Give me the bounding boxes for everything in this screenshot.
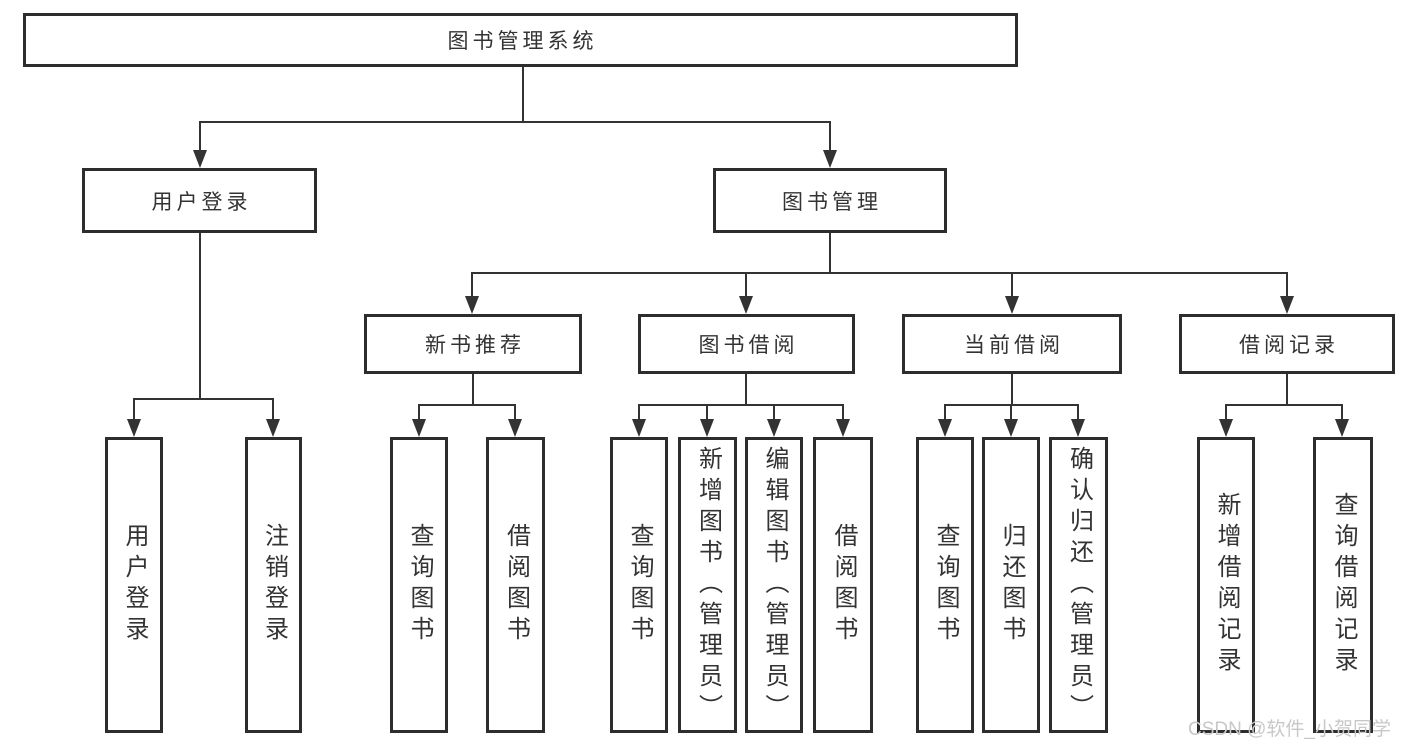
node-new-book-recommend: 新书推荐 bbox=[364, 314, 582, 374]
arrowhead-nb-query bbox=[412, 419, 426, 437]
leaf-add-books-admin: 新增图书（管理员） bbox=[678, 437, 737, 733]
leaf-query-books-2: 查询图书 bbox=[610, 437, 668, 733]
connector-newbooks-stem bbox=[472, 374, 474, 405]
connector-level3-rail bbox=[471, 272, 1288, 274]
arrowhead-current-borrow bbox=[1005, 296, 1019, 314]
connector-drop-current-borrow bbox=[1011, 272, 1013, 297]
connector-drop-new-books bbox=[471, 272, 473, 297]
node-book-borrowing: 图书借阅 bbox=[638, 314, 855, 374]
node-book-management: 图书管理 bbox=[713, 168, 947, 233]
arrowhead-bb-borrow bbox=[836, 419, 850, 437]
node-user-login: 用户登录 bbox=[82, 168, 317, 233]
connector-bookborrow-rail bbox=[638, 404, 844, 406]
arrowhead-cb-return bbox=[1004, 419, 1018, 437]
leaf-edit-books-admin: 编辑图书（管理员） bbox=[745, 437, 803, 733]
arrowhead-book-management bbox=[823, 150, 837, 168]
connector-drop-book-borrow bbox=[745, 272, 747, 297]
arrowhead-user-login bbox=[193, 150, 207, 168]
arrowhead-leaf-logout bbox=[266, 419, 280, 437]
connector-drop-leaf-logout bbox=[272, 398, 274, 420]
leaf-borrow-books-1: 借阅图书 bbox=[486, 437, 545, 733]
connector-drop-cb-query bbox=[944, 404, 946, 420]
arrowhead-cb-confirm bbox=[1071, 419, 1085, 437]
node-borrow-records: 借阅记录 bbox=[1179, 314, 1395, 374]
arrowhead-rec-query bbox=[1335, 419, 1349, 437]
connector-currentborrow-stem bbox=[1011, 374, 1013, 405]
leaf-logout: 注销登录 bbox=[245, 437, 302, 733]
csdn-watermark: CSDN @软件_小贺同学 bbox=[1188, 719, 1391, 740]
leaf-return-books: 归还图书 bbox=[982, 437, 1040, 733]
connector-root-stem bbox=[522, 67, 524, 121]
connector-bookmgmt-stem bbox=[829, 233, 831, 274]
arrowhead-rec-add bbox=[1219, 419, 1233, 437]
arrowhead-new-books bbox=[465, 296, 479, 314]
connector-drop-borrow-records bbox=[1286, 272, 1288, 297]
connector-newbooks-rail bbox=[418, 404, 516, 406]
node-root-library-system: 图书管理系统 bbox=[23, 13, 1018, 67]
connector-drop-cb-confirm bbox=[1077, 404, 1079, 420]
arrowhead-bb-query bbox=[632, 419, 646, 437]
connector-records-stem bbox=[1286, 374, 1288, 405]
leaf-confirm-return-admin: 确认归还（管理员） bbox=[1049, 437, 1108, 733]
connector-drop-book-management bbox=[829, 121, 831, 151]
connector-userlogin-rail bbox=[133, 398, 274, 400]
node-current-borrowing: 当前借阅 bbox=[902, 314, 1122, 374]
leaf-query-books-3: 查询图书 bbox=[916, 437, 974, 733]
leaf-query-books-1: 查询图书 bbox=[390, 437, 448, 733]
connector-drop-rec-add bbox=[1225, 404, 1227, 420]
arrowhead-bb-add bbox=[700, 419, 714, 437]
leaf-query-borrow-record: 查询借阅记录 bbox=[1313, 437, 1373, 733]
arrowhead-book-borrow bbox=[739, 296, 753, 314]
arrowhead-cb-query bbox=[938, 419, 952, 437]
connector-records-rail bbox=[1225, 404, 1343, 406]
connector-drop-cb-return bbox=[1010, 404, 1012, 420]
connector-drop-bb-edit bbox=[773, 404, 775, 420]
arrowhead-borrow-records bbox=[1280, 296, 1294, 314]
connector-drop-user-login bbox=[199, 121, 201, 151]
leaf-user-login: 用户登录 bbox=[105, 437, 163, 733]
arrowhead-nb-borrow bbox=[508, 419, 522, 437]
connector-level2-rail bbox=[199, 121, 831, 123]
connector-drop-rec-query bbox=[1341, 404, 1343, 420]
connector-drop-leaf-login bbox=[133, 398, 135, 420]
arrowhead-bb-edit bbox=[767, 419, 781, 437]
connector-userlogin-stem bbox=[199, 233, 201, 398]
connector-drop-bb-query bbox=[638, 404, 640, 420]
connector-bookborrow-stem bbox=[745, 374, 747, 405]
connector-drop-bb-borrow bbox=[842, 404, 844, 420]
arrowhead-leaf-login bbox=[127, 419, 141, 437]
connector-drop-nb-query bbox=[418, 404, 420, 420]
connector-drop-bb-add bbox=[706, 404, 708, 420]
connector-drop-nb-borrow bbox=[514, 404, 516, 420]
leaf-borrow-books-2: 借阅图书 bbox=[813, 437, 873, 733]
leaf-add-borrow-record: 新增借阅记录 bbox=[1197, 437, 1255, 733]
